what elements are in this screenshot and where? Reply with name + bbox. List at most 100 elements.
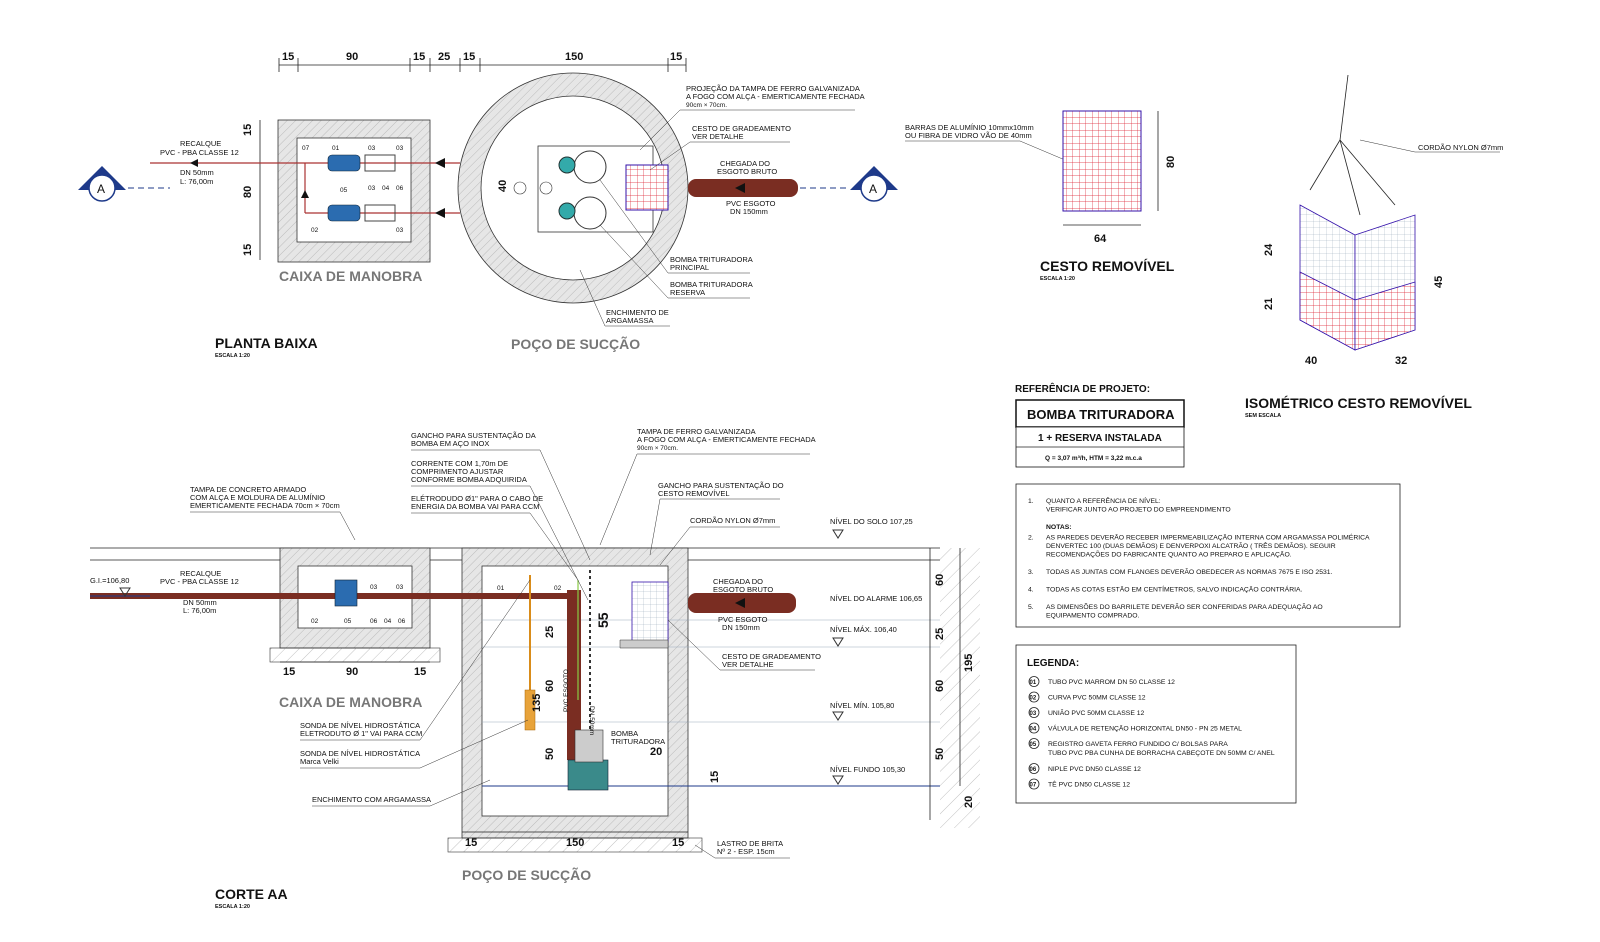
corte-dim-poco-15b: 15	[672, 837, 684, 849]
bomba-reserva-2: RESERVA	[670, 288, 705, 297]
tampa-concreto-3: EMERTICAMENTE FECHADA 70cm × 70cm	[190, 501, 340, 510]
legend-number: 05	[1030, 742, 1037, 748]
planta-cesto-2: VER DETALHE	[692, 132, 744, 141]
gancho-bomba-1: GANCHO PARA SUSTENTAÇÃO DA	[411, 431, 536, 440]
dim-int-60: 60	[544, 680, 556, 692]
cesto-removivel: BARRAS DE ALUMÍNIO 10mmx10mm OU FIBRA DE…	[905, 110, 1177, 282]
note-number: 2.	[1028, 535, 1034, 542]
projecao-1: PROJEÇÃO DA TAMPA DE FERRO GALVANIZADA	[686, 84, 860, 93]
note-line: DENVERTEC 100 (DUAS DEMÃOS) E DENVERPOXI…	[1046, 541, 1336, 550]
nivel-min: NÍVEL MÍN. 105,80	[830, 701, 894, 710]
section-marker-right-label: A	[869, 182, 877, 196]
tag-planta-06: 06	[396, 185, 404, 192]
pump-corte	[567, 759, 609, 791]
dim-top-1: 15	[282, 51, 294, 63]
dim-top-7: 15	[670, 51, 682, 63]
legend-item: TÊ PVC DN50 CLASSE 12	[1048, 780, 1130, 789]
corte-title: CORTE AA	[215, 886, 288, 902]
cesto-corte	[631, 581, 669, 643]
planta-caixa-label: CAIXA DE MANOBRA	[279, 268, 422, 284]
legenda-title: LEGENDA:	[1027, 658, 1079, 669]
dim-right-60: 60	[934, 574, 946, 586]
section-marker-right: A	[800, 166, 898, 202]
legend-item: NIPLE PVC DN50 CLASSE 12	[1048, 766, 1141, 773]
tampa-ferro-2: A FOGO COM ALÇA - EMERTICAMENTE FECHADA	[637, 435, 816, 444]
ref-box-title: BOMBA TRITURADORA	[1027, 407, 1175, 422]
tampa-concreto-2: COM ALÇA E MOLDURA DE ALUMÍNIO	[190, 493, 325, 502]
bomba-reserva-1: BOMBA TRITURADORA	[670, 280, 753, 289]
corte-scale: ESCALA 1:20	[215, 904, 250, 910]
corte-tag-9: 02	[554, 585, 562, 592]
corte-dn-1: DN 50mm	[183, 598, 217, 607]
iso-dim-21: 21	[1263, 298, 1275, 310]
dim-total: 195	[963, 654, 975, 672]
corte-chegada-2: ESGOTO BRUTO	[713, 585, 773, 594]
iso-scale: SEM ESCALA	[1245, 413, 1281, 419]
cesto-title: CESTO REMOVÍVEL	[1040, 258, 1175, 274]
cesto-plan	[625, 164, 669, 211]
nivel-fundo: NÍVEL FUNDO 105,30	[830, 765, 905, 774]
corte-tag-5: 06	[370, 618, 378, 625]
legend-marker	[1028, 763, 1040, 774]
planta-baixa: 15 90 15 25 15 150 15 15 80 15 07 01 03 …	[78, 51, 898, 359]
corte-cordao: CORDÃO NYLON Ø7mm	[690, 516, 775, 525]
cesto-note-1: BARRAS DE ALUMÍNIO 10mmx10mm	[905, 123, 1034, 132]
eletroduto-2: ENERGIA DA BOMBA VAI PARA CCM	[411, 502, 540, 511]
legend-marker	[1028, 738, 1040, 749]
corte-tag-7: 06	[398, 618, 406, 625]
gi-label: G.I.=106,80	[90, 576, 129, 585]
corte-pipe-label: PVC ESGOTO	[563, 669, 570, 712]
legend-item: REGISTRO GAVETA FERRO FUNDIDO C/ BOLSAS …	[1048, 741, 1228, 748]
planta-cesto-1: CESTO DE GRADEAMENTO	[692, 124, 791, 133]
legend-number: 01	[1030, 680, 1037, 686]
legend-item: TUBO PVC PBA CUNHA DE BORRACHA CABEÇOTE …	[1048, 750, 1275, 757]
enchimento-2: ARGAMASSA	[606, 316, 654, 325]
ref-box-sub: 1 + RESERVA INSTALADA	[1038, 433, 1162, 444]
corte-recalque-2: PVC - PBA CLASSE 12	[160, 577, 239, 586]
note-line: AS DIMENSÕES DO BARRILETE DEVERÃO SER CO…	[1046, 602, 1323, 611]
corte-dim-caixa-15b: 15	[414, 666, 426, 678]
legend-marker	[1028, 722, 1040, 734]
dim-right-20: 20	[963, 796, 975, 808]
tag-planta-01: 01	[332, 145, 340, 152]
nivel-max: NÍVEL MÁX. 106,40	[830, 625, 897, 634]
nivel-alarme: NÍVEL DO ALARME 106,65	[830, 594, 922, 603]
dim-right-25: 25	[934, 628, 946, 640]
legend-marker	[1028, 676, 1040, 687]
dim-top-3: 15	[413, 51, 425, 63]
note-line: VERIFICAR JUNTO AO PROJETO DO EMPREENDIM…	[1046, 507, 1231, 514]
caixa-piping	[150, 154, 460, 222]
corte-caixa-label: CAIXA DE MANOBRA	[279, 694, 422, 710]
iso-dim-45: 45	[1433, 276, 1445, 288]
enchimento-1: ENCHIMENTO DE	[606, 308, 669, 317]
legend-item: CURVA PVC 50MM CLASSE 12	[1048, 695, 1146, 702]
planta-chegada-1: CHEGADA DO	[720, 159, 770, 168]
note-line: TODAS AS COTAS ESTÃO EM CENTÍMETROS, SAL…	[1046, 585, 1303, 594]
dim-int-15: 15	[709, 771, 721, 783]
tag-planta-02: 02	[311, 227, 319, 234]
legend-number: 03	[1030, 711, 1037, 717]
corte-recalque-1: RECALQUE	[180, 569, 221, 578]
tag-planta-03d: 03	[396, 227, 404, 234]
corte-tag-4: 05	[344, 618, 352, 625]
dim-top-5: 15	[463, 51, 475, 63]
projecao-2: A FOGO COM ALÇA - EMERTICAMENTE FECHADA	[686, 92, 865, 101]
isometrico-cesto: CORDÃO NYLON Ø7mm 24 21 45 40 32 ISOMÉTR…	[1245, 74, 1503, 419]
corrente-1: CORRENTE COM 1,70m DE	[411, 459, 508, 468]
tampa-concreto-1: TAMPA DE CONCRETO ARMADO	[190, 485, 306, 494]
sonda1-1: SONDA DE NÍVEL HIDROSTÁTICA	[300, 721, 420, 730]
legend-number: 04	[1030, 727, 1037, 733]
corte-tag-3: 02	[311, 618, 319, 625]
sonda2-1: SONDA DE NÍVEL HIDROSTÁTICA	[300, 749, 420, 758]
dim-int-25: 25	[544, 626, 556, 638]
iso-dim-24: 24	[1263, 243, 1275, 256]
note-line: TODAS AS JUNTAS COM FLANGES DEVERÃO OBED…	[1046, 567, 1333, 576]
planta-recalque-1: RECALQUE	[180, 139, 221, 148]
legend-item: VÁLVULA DE RETENÇÃO HORIZONTAL DN50 - PN…	[1048, 724, 1242, 733]
corte-cesto-2: VER DETALHE	[722, 660, 774, 669]
corte-tag-2: 03	[396, 584, 404, 591]
dim-right-50: 50	[934, 748, 946, 760]
cesto-dim-h: 80	[1165, 156, 1177, 168]
dim-top-6: 150	[565, 51, 583, 63]
